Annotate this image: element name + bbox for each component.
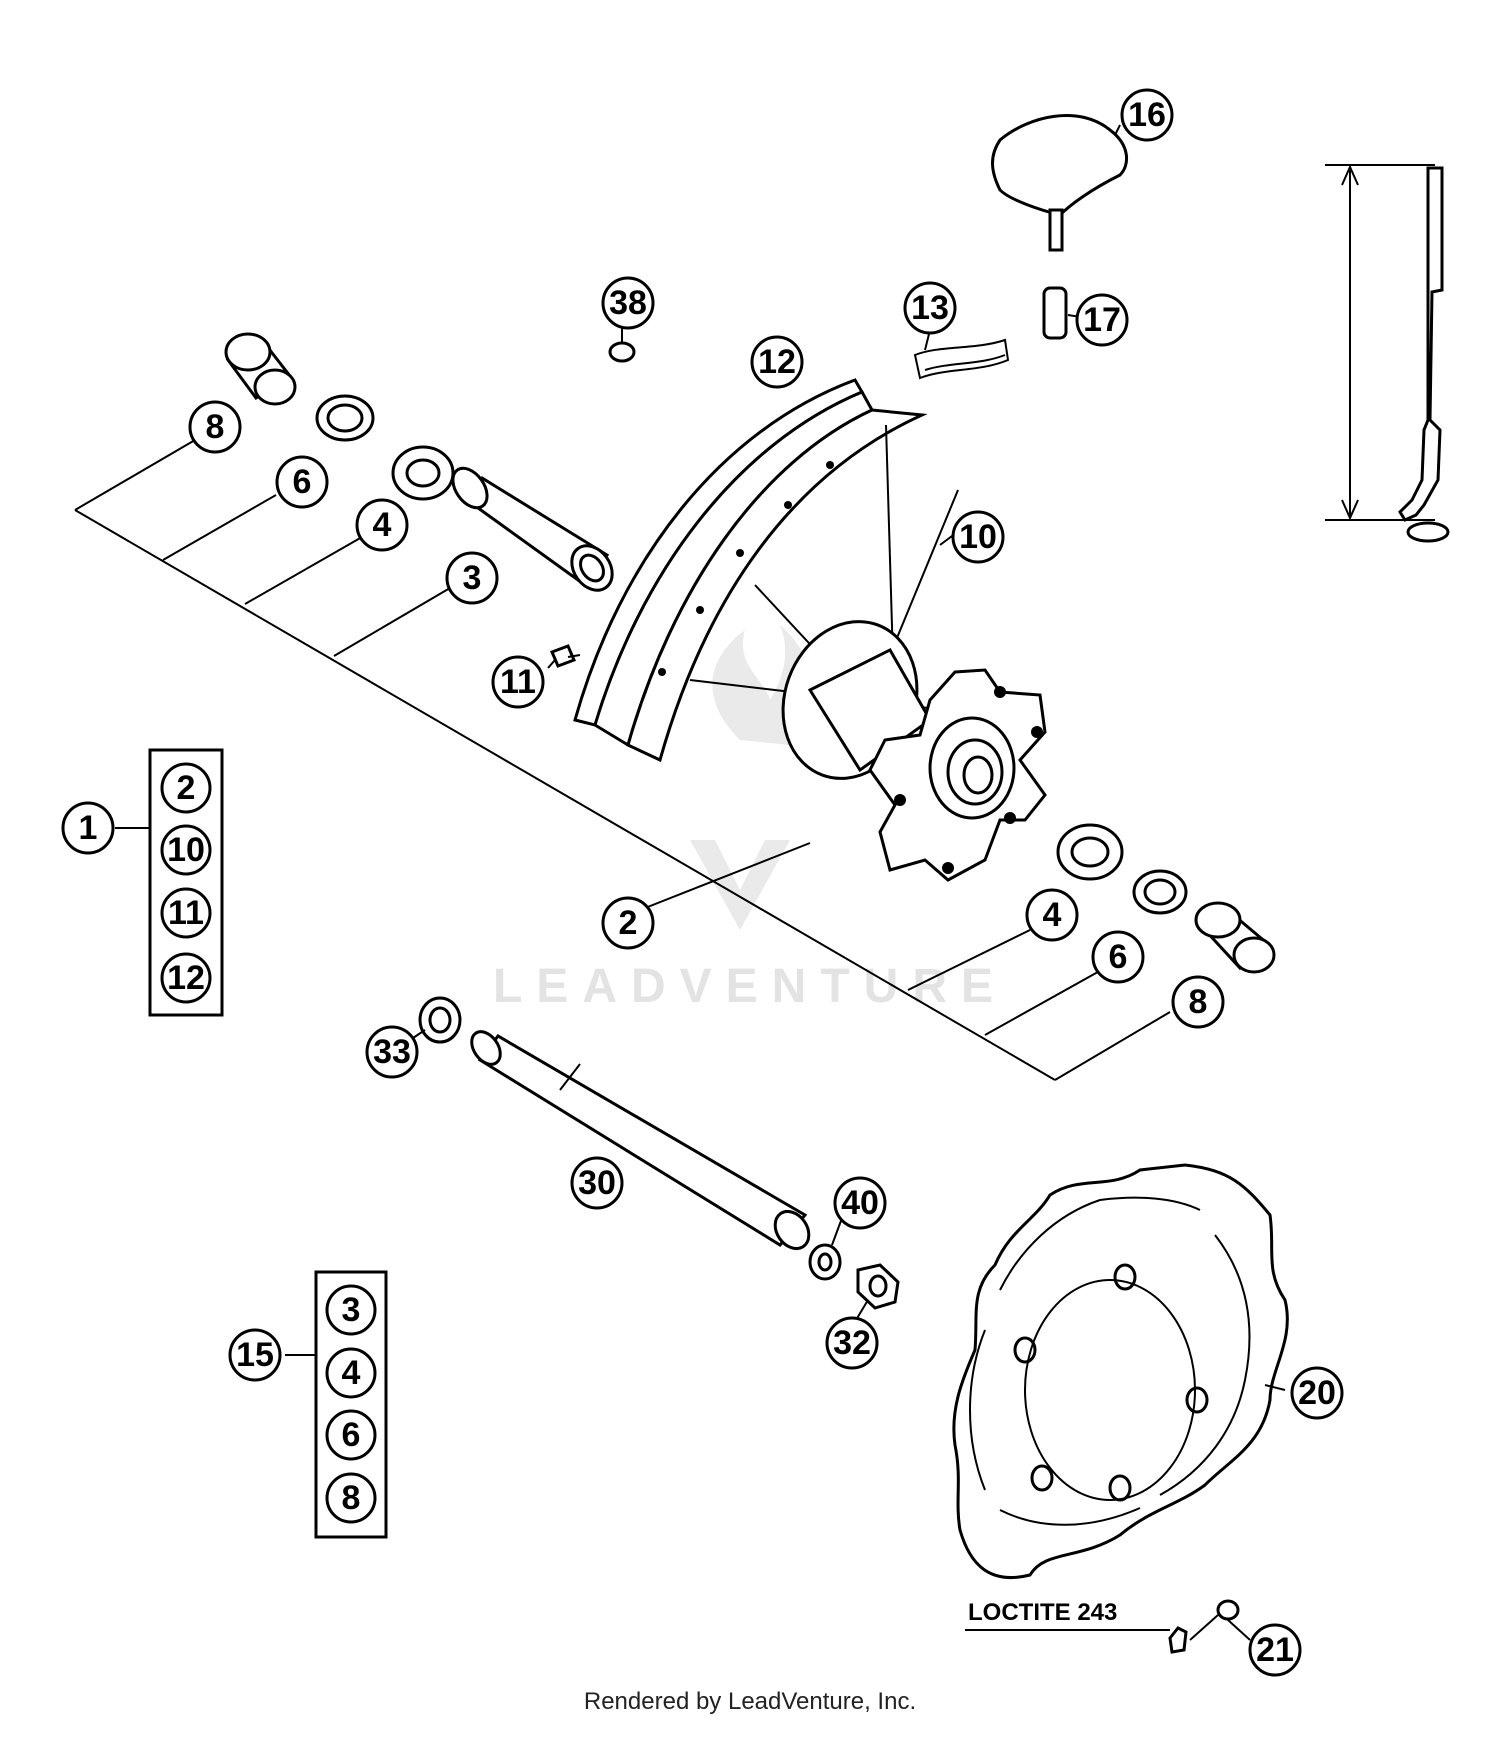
- callout-kit-1[interactable]: 1: [61, 801, 115, 855]
- plug: [608, 341, 636, 363]
- svg-text:8: 8: [206, 408, 225, 446]
- svg-text:32: 32: [833, 1324, 871, 1362]
- callout-kit-15[interactable]: 15: [228, 1328, 282, 1382]
- kit-1-item[interactable]: 11: [160, 887, 212, 939]
- seal-left: [315, 394, 375, 442]
- svg-text:8: 8: [342, 1479, 361, 1517]
- callout-12[interactable]: 12: [750, 335, 804, 389]
- disc-screw: [1168, 1599, 1240, 1654]
- svg-text:8: 8: [1189, 983, 1208, 1021]
- svg-text:12: 12: [758, 343, 796, 381]
- callout-20[interactable]: 20: [1290, 1366, 1344, 1420]
- callout-6-right[interactable]: 6: [1091, 930, 1145, 984]
- svg-text:3: 3: [463, 559, 482, 597]
- svg-text:38: 38: [609, 284, 647, 322]
- hub-spacer-tube: [451, 466, 614, 592]
- callout-21[interactable]: 21: [1248, 1623, 1302, 1677]
- svg-text:4: 4: [1043, 896, 1062, 934]
- callout-6-left[interactable]: 6: [275, 455, 329, 509]
- valve-insert: [1042, 286, 1068, 340]
- svg-text:15: 15: [236, 1336, 274, 1374]
- svg-text:13: 13: [911, 289, 949, 327]
- seal-right: [1132, 869, 1188, 915]
- loctite-label: LOCTITE 243: [968, 1599, 1117, 1626]
- svg-text:10: 10: [959, 518, 997, 556]
- svg-text:6: 6: [1109, 938, 1128, 976]
- spoke-dimension-gauge: [1325, 164, 1450, 543]
- svg-text:10: 10: [167, 831, 205, 869]
- kit-15-item[interactable]: 8: [325, 1472, 377, 1524]
- svg-text:3: 3: [342, 1291, 361, 1329]
- front-axle: [470, 1030, 811, 1251]
- kit-1-item[interactable]: 10: [160, 824, 212, 876]
- callout-16[interactable]: 16: [1120, 88, 1174, 142]
- watermark-text: LEADVENTURE: [493, 960, 1007, 1013]
- callout-40[interactable]: 40: [833, 1176, 887, 1230]
- footer-credit: Rendered by LeadVenture, Inc.: [583, 1688, 917, 1715]
- svg-text:30: 30: [578, 1164, 616, 1202]
- callout-8-right[interactable]: 8: [1171, 975, 1225, 1029]
- loctite-note: LOCTITE 243: [965, 1599, 1170, 1631]
- brake-disc: [952, 1163, 1289, 1580]
- svg-text:17: 17: [1083, 301, 1121, 339]
- axle-washer: [808, 1243, 842, 1281]
- svg-text:21: 21: [1256, 1631, 1294, 1669]
- svg-text:1: 1: [79, 809, 98, 847]
- callout-11[interactable]: 11: [491, 655, 545, 709]
- callout-8-left[interactable]: 8: [188, 400, 242, 454]
- callout-17[interactable]: 17: [1075, 293, 1129, 347]
- svg-text:2: 2: [177, 769, 196, 807]
- callout-38[interactable]: 38: [601, 276, 655, 330]
- svg-text:2: 2: [619, 904, 638, 942]
- kit-1-item[interactable]: 2: [160, 762, 212, 814]
- svg-text:12: 12: [167, 959, 205, 997]
- spoke-nipple: [550, 644, 581, 668]
- callout-32[interactable]: 32: [825, 1316, 879, 1370]
- svg-text:6: 6: [342, 1416, 361, 1454]
- callout-3[interactable]: 3: [445, 551, 499, 605]
- axle-nut: [856, 1263, 900, 1310]
- kit-15-item[interactable]: 6: [325, 1409, 377, 1461]
- svg-text:4: 4: [373, 506, 392, 544]
- axle-seal: [418, 996, 462, 1044]
- svg-text:6: 6: [293, 463, 312, 501]
- svg-text:4: 4: [342, 1354, 361, 1392]
- kit-15-item[interactable]: 4: [325, 1347, 377, 1399]
- callout-leaders: [409, 124, 1286, 1641]
- kit-15-item[interactable]: 3: [325, 1284, 377, 1336]
- explode-axis-lines: [74, 439, 1171, 1081]
- svg-text:11: 11: [500, 663, 536, 701]
- svg-text:33: 33: [373, 1033, 411, 1071]
- spacer-left: [224, 332, 297, 406]
- svg-text:40: 40: [841, 1184, 879, 1222]
- callout-10[interactable]: 10: [951, 510, 1005, 564]
- svg-text:11: 11: [168, 894, 204, 932]
- valve-cap: [991, 114, 1129, 252]
- bearing-right: [1056, 823, 1124, 881]
- svg-text:16: 16: [1128, 96, 1166, 134]
- callout-4-left[interactable]: 4: [355, 498, 409, 552]
- bearing-left: [391, 445, 455, 501]
- callout-33[interactable]: 33: [365, 1025, 419, 1079]
- spacer-right: [1194, 901, 1276, 974]
- callout-2[interactable]: 2: [601, 896, 655, 950]
- svg-text:20: 20: [1298, 1374, 1336, 1412]
- rim-tape: [913, 338, 1010, 380]
- callout-13[interactable]: 13: [903, 281, 957, 335]
- wheel-rim: [573, 378, 928, 763]
- kit-1-item[interactable]: 12: [160, 952, 212, 1004]
- callout-4-right[interactable]: 4: [1025, 888, 1079, 942]
- wheel-hub: [781, 620, 1047, 882]
- callout-30[interactable]: 30: [570, 1156, 624, 1210]
